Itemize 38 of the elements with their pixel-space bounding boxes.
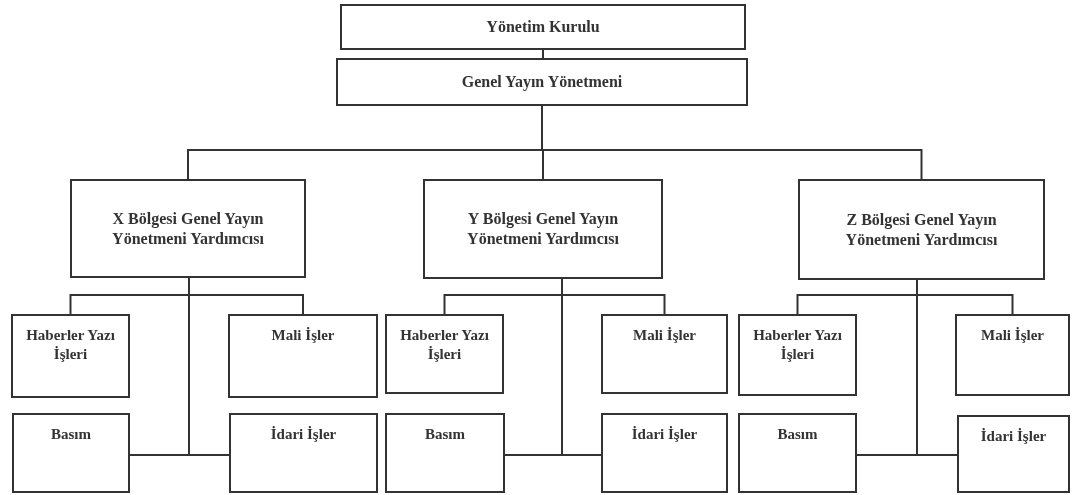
unit-name: İdari İşler (631, 425, 698, 444)
org-unit-box (229, 413, 378, 493)
unit-name: Z Bölgesi Genel Yayın Yönetmeni Yardımcısı (844, 209, 999, 250)
unit-name: Yönetim Kurulu (486, 17, 600, 37)
unit-name: Haberler Yazı İşleri (399, 326, 490, 364)
org-unit-box (738, 413, 857, 493)
unit-name: Mali İşler (633, 326, 696, 345)
unit-name: Mali İşler (271, 326, 335, 345)
org-unit-box (336, 58, 748, 106)
org-unit-box (385, 314, 504, 394)
org-unit-box (798, 179, 1045, 280)
unit-name: Basım (777, 425, 818, 444)
unit-name: Basım (425, 425, 465, 444)
org-unit-box (955, 314, 1070, 396)
connector-line (916, 279, 958, 456)
org-unit-box (738, 314, 857, 396)
unit-name: Haberler Yazı İşleri (25, 326, 116, 364)
unit-name: İdari İşler (980, 427, 1047, 446)
org-unit-box (601, 413, 728, 493)
connector-line (561, 278, 602, 456)
org-unit-box (423, 179, 663, 279)
org-unit-box (601, 314, 728, 394)
unit-name: Y Bölgesi Genel Yayın Yönetmeni Yardımcısı (466, 209, 620, 249)
unit-name: X Bölgesi Genel Yayın Yönetmeni Yardımcısı (111, 208, 265, 249)
org-unit-box (228, 314, 378, 398)
unit-name: Basım (51, 425, 91, 444)
connector-line (188, 277, 230, 456)
org-unit-box (70, 179, 306, 278)
unit-name: Genel Yayın Yönetmeni (461, 72, 623, 92)
unit-name: İdari İşler (270, 425, 337, 444)
org-unit-box (957, 415, 1070, 493)
org-unit-box (385, 413, 505, 493)
org-unit-box (12, 413, 130, 493)
org-unit-box (340, 4, 746, 50)
unit-name: Haberler Yazı İşleri (752, 326, 843, 364)
connector-line (542, 49, 544, 59)
org-unit-box (11, 314, 130, 398)
unit-name: Mali İşler (981, 326, 1044, 345)
